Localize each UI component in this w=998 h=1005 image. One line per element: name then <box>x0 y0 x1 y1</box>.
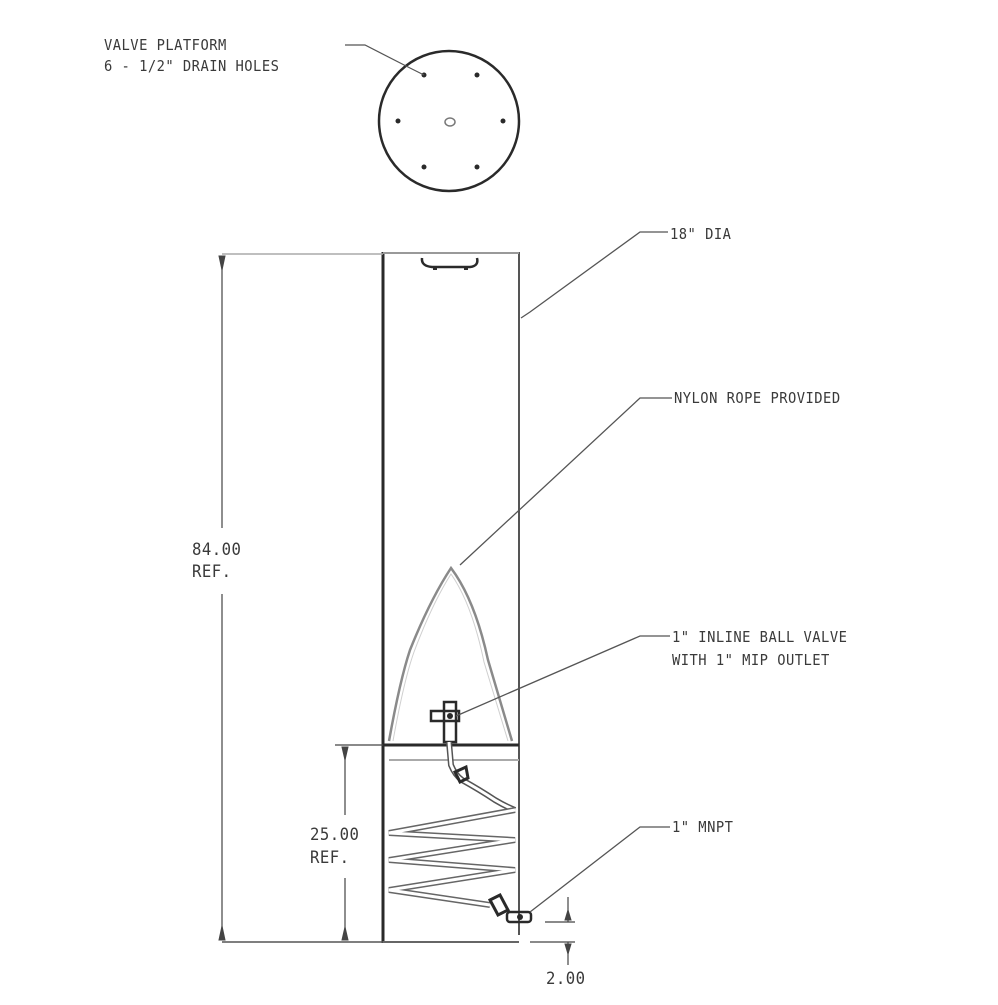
center-hole-icon <box>444 117 456 127</box>
dimensions <box>218 253 575 965</box>
top-view-platform <box>345 44 521 193</box>
overall-height-ref: REF. <box>192 562 232 582</box>
tank-elevation <box>381 252 533 943</box>
overall-height-value: 84.00 <box>192 540 242 560</box>
rope-callout: NYLON ROPE PROVIDED <box>674 389 841 407</box>
ball-valve-icon <box>429 700 461 744</box>
outlet-callout: 1" MNPT <box>672 818 734 836</box>
valve-platform-label: VALVE PLATFORM <box>104 36 227 54</box>
drain-holes <box>395 72 506 170</box>
outlet-offset-value: 2.00 <box>546 969 586 989</box>
outlet-fitting-icon <box>487 893 533 924</box>
leader-lines <box>455 231 672 913</box>
lower-height-ref: REF. <box>310 848 350 868</box>
valve-callout-line1: 1" INLINE BALL VALVE <box>672 628 848 646</box>
valve-callout-line2: WITH 1" MIP OUTLET <box>672 651 830 669</box>
drain-holes-label: 6 - 1/2" DRAIN HOLES <box>104 57 280 75</box>
diameter-callout: 18" DIA <box>670 225 732 243</box>
lower-height-value: 25.00 <box>310 825 360 845</box>
coiled-hose <box>388 807 516 908</box>
